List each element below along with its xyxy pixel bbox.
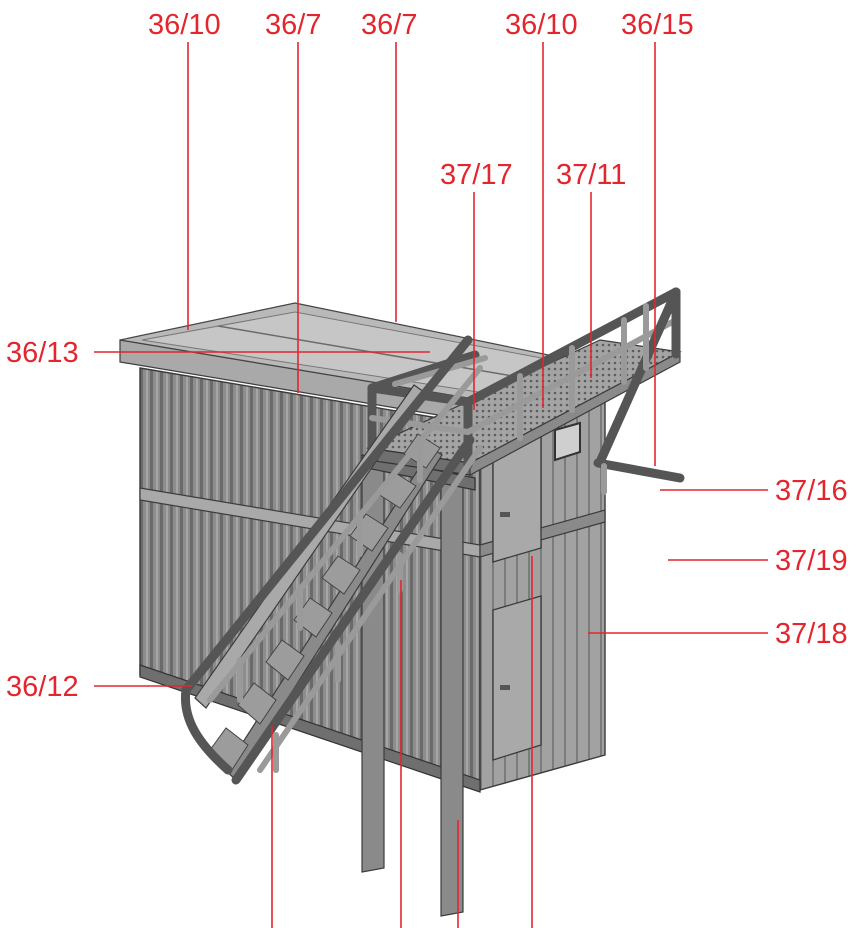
- callout-top-2: 36/7: [265, 9, 321, 41]
- leader-lines: [94, 42, 768, 928]
- staircase: [180, 335, 483, 785]
- door-lower: [492, 595, 542, 761]
- door-upper-handle: [500, 512, 510, 517]
- callout-top-5: 36/15: [621, 9, 694, 41]
- callout-right-3: 37/18: [775, 618, 848, 650]
- callout-right-2: 37/19: [775, 545, 848, 577]
- callout-top-4: 36/10: [505, 9, 578, 41]
- callout-top-1: 36/10: [148, 9, 221, 41]
- support-leg-right: [440, 464, 464, 917]
- callout-right-1: 37/16: [775, 475, 848, 507]
- stair-stringer-lower: [224, 447, 443, 781]
- callout-mid-2: 37/11: [556, 159, 626, 191]
- callout-mid-1: 37/17: [440, 159, 513, 191]
- door-lower-handle: [500, 685, 510, 690]
- roof-seam: [217, 325, 537, 381]
- window: [554, 421, 581, 462]
- callout-left-2: 36/12: [6, 671, 79, 703]
- callout-top-3: 36/7: [361, 9, 417, 41]
- callout-labels: 36/10 36/7 36/7 36/10 36/15 37/17 37/11 …: [6, 9, 848, 703]
- callout-left-1: 36/13: [6, 337, 79, 369]
- landing-platform: [361, 287, 685, 917]
- stair-handrails: [180, 335, 483, 785]
- platform-deck-side-edge: [469, 351, 681, 477]
